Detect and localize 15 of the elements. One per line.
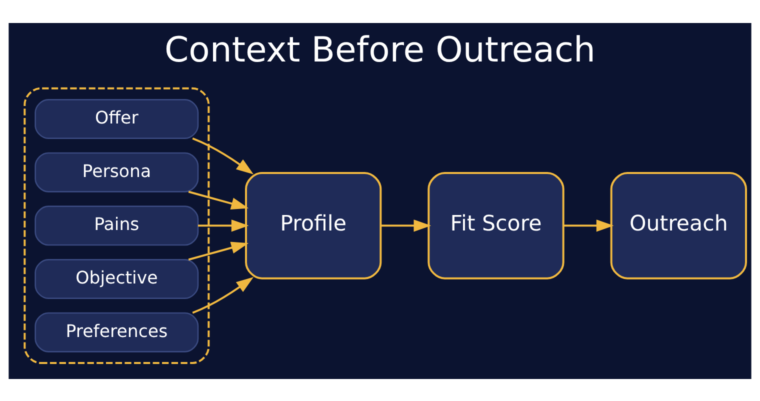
arrow [192, 276, 254, 314]
node-box: Persona [34, 152, 199, 192]
node-box: Objective [34, 258, 199, 298]
node-box: Offer [34, 98, 199, 138]
arrow [198, 219, 249, 232]
arrow [192, 137, 254, 174]
arrow [380, 219, 432, 232]
node-box: Pains [34, 205, 199, 246]
node-box: Outreach [610, 172, 747, 279]
node-box: Fit Score [428, 172, 564, 279]
node-box: Preferences [34, 312, 199, 352]
node-box: Profile [245, 172, 382, 279]
arrow [563, 219, 614, 232]
cluster [24, 86, 210, 364]
diagram-title: Context Before Outreach [164, 30, 596, 70]
